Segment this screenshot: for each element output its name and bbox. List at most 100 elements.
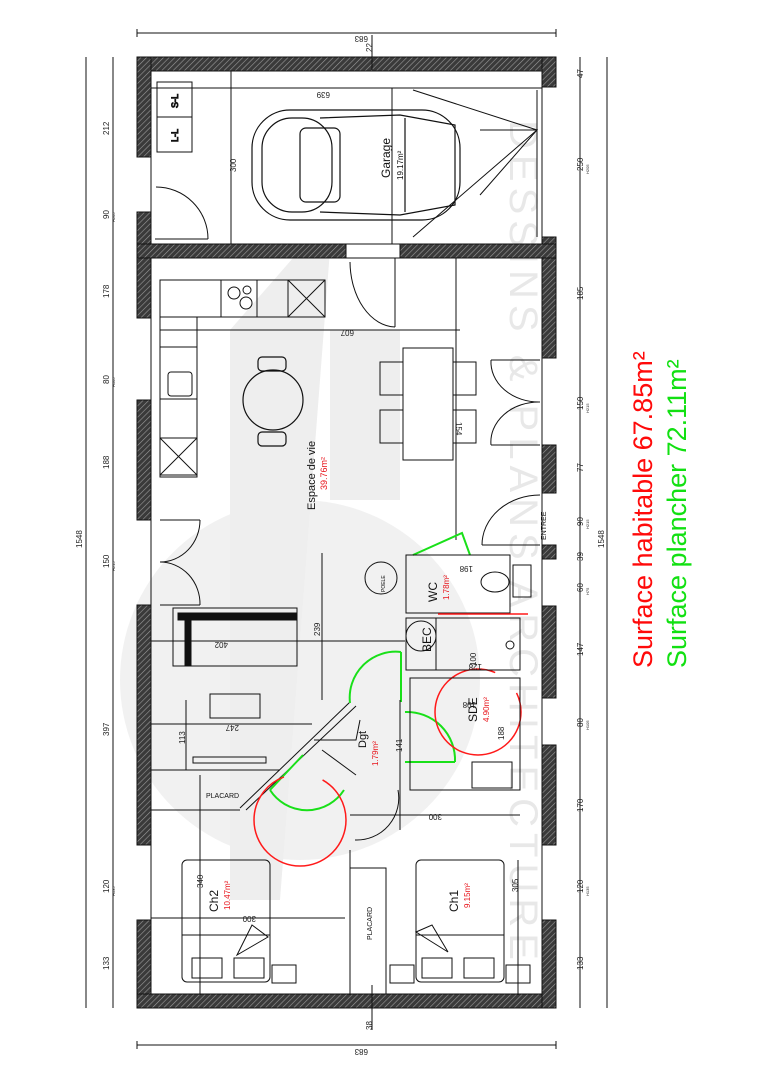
room-ch1-name: Ch1 [447, 890, 461, 912]
svg-text:150: 150 [576, 396, 585, 410]
sofa [151, 607, 405, 667]
car-icon [251, 109, 461, 221]
room-wc-name: WC [426, 582, 440, 602]
svg-text:185: 185 [576, 286, 585, 300]
room-ch2-area: 10.47m² [223, 880, 232, 910]
room-dgt-area: 1.79m² [371, 741, 380, 766]
svg-text:188: 188 [497, 726, 506, 740]
svg-text:H135: H135 [585, 886, 590, 896]
svg-text:170: 170 [576, 798, 585, 812]
garage-walls [136, 56, 557, 259]
svg-text:198: 198 [459, 564, 473, 573]
room-living-name: Espace de vie [306, 441, 318, 510]
room-dgt-name: Dgt [357, 731, 369, 748]
svg-text:340: 340 [196, 874, 205, 888]
svg-text:133: 133 [102, 956, 111, 970]
label-poele: POELE [381, 575, 387, 592]
svg-text:H215: H215 [585, 403, 590, 413]
label-placard-left: PLACARD [206, 793, 239, 800]
svg-text:300: 300 [242, 914, 256, 923]
svg-text:250: 250 [576, 157, 585, 171]
house-walls [136, 257, 557, 1009]
svg-text:120: 120 [576, 879, 585, 893]
svg-text:150: 150 [102, 554, 111, 568]
svg-text:141: 141 [395, 738, 404, 752]
bed-ch1 [389, 859, 531, 995]
svg-text:H105: H105 [111, 377, 116, 387]
svg-text:120: 120 [102, 879, 111, 893]
svg-text:60: 60 [576, 583, 585, 592]
room-living-area: 39.76m² [319, 457, 329, 490]
svg-text:247: 247 [225, 723, 239, 732]
dim-top-total: 683 [354, 34, 368, 43]
svg-text:128: 128 [468, 662, 482, 671]
room-garage-area: 19.17m² [396, 150, 405, 180]
svg-text:212: 212 [102, 121, 111, 135]
patio-door[interactable] [490, 359, 541, 446]
svg-text:239: 239 [313, 622, 322, 636]
surface-habitable: Surface habitable 67.85m² [628, 351, 658, 668]
room-ch1-area: 9.15m² [463, 883, 472, 908]
svg-text:305: 305 [511, 878, 520, 892]
svg-text:639: 639 [316, 90, 330, 99]
inner-outlines [150, 70, 543, 995]
bed-ch2 [151, 859, 345, 995]
dining-table [379, 258, 477, 540]
svg-text:300: 300 [428, 812, 442, 821]
label-sl: S-L [170, 94, 180, 108]
svg-text:90: 90 [576, 517, 585, 526]
interior-dimensions: 639 300 607 154 402 239 247 113 198 198 … [178, 90, 520, 923]
poele-stove-icon [364, 561, 398, 595]
laundry: S-L L-L [156, 81, 193, 153]
svg-text:188: 188 [102, 455, 111, 469]
svg-text:39: 39 [576, 552, 585, 561]
tv-unit [151, 693, 312, 771]
svg-text:80: 80 [102, 375, 111, 384]
svg-text:147: 147 [576, 642, 585, 656]
left-dimensions: 212 90 H205 178 80 H105 188 150 H215 397… [102, 121, 116, 970]
svg-text:H205: H205 [111, 212, 116, 222]
svg-text:402: 402 [214, 640, 228, 649]
garage-house-door[interactable] [349, 258, 396, 328]
svg-text:H215: H215 [111, 561, 116, 571]
label-bec: BEC [420, 627, 434, 652]
svg-text:47: 47 [576, 69, 585, 78]
svg-text:113: 113 [178, 731, 187, 744]
green-doors[interactable] [269, 531, 471, 812]
label-ll: L-L [170, 129, 180, 142]
entry-door[interactable] [481, 494, 541, 546]
dim-wall-bottom: 38 [365, 1021, 374, 1030]
dim-bottom-total: 683 [354, 1047, 368, 1056]
svg-text:90: 90 [102, 210, 111, 219]
dim-left-total: 1548 [75, 530, 84, 548]
svg-text:154: 154 [454, 422, 463, 436]
round-table [242, 356, 304, 447]
svg-text:H105: H105 [585, 720, 590, 730]
svg-text:397: 397 [102, 722, 111, 736]
svg-text:100: 100 [469, 652, 478, 666]
svg-text:133: 133 [576, 956, 585, 970]
svg-text:607: 607 [340, 328, 354, 337]
left-patio-door[interactable] [159, 519, 201, 606]
watermark-text: DESSINS & PLANS ARCHITECTURE [501, 120, 545, 966]
kitchen [159, 279, 460, 478]
room-sde-name: SDE [466, 697, 480, 722]
label-entree: ENTREE [541, 511, 548, 540]
dim-wall-top: 22 [365, 43, 374, 52]
room-sde-area: 4.90m² [482, 697, 491, 722]
garage-door[interactable] [412, 89, 539, 238]
garage-side-door[interactable] [155, 186, 209, 240]
svg-text:H215: H215 [585, 519, 590, 529]
placard-right [349, 867, 387, 995]
label-placard-right: PLACARD [367, 907, 374, 940]
svg-text:77: 77 [576, 463, 585, 472]
svg-text:198: 198 [462, 700, 476, 709]
svg-text:H135: H135 [111, 886, 116, 896]
right-dimensions: 47 250 H205 185 150 H215 77 90 H215 39 6… [576, 69, 590, 970]
surface-plancher: Surface plancher 72.11m² [662, 359, 692, 668]
svg-text:H75: H75 [585, 587, 590, 595]
dimension-lines [85, 29, 608, 1049]
room-wc-area: 1.78m² [442, 575, 451, 600]
accessibility-circles [253, 668, 522, 867]
